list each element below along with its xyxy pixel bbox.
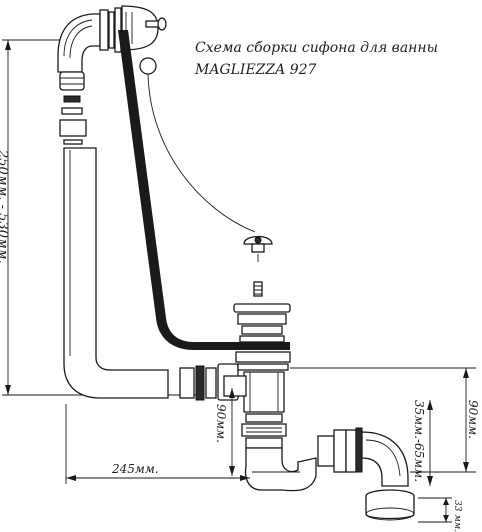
plug-chain xyxy=(139,57,256,233)
drain-height-dimension-line xyxy=(229,388,235,476)
outlet-height-label: 90мм. xyxy=(466,400,480,439)
outlet-height-dimension-line xyxy=(290,367,476,473)
drain-height-label: 90мм. xyxy=(214,404,228,443)
outlet-elbow xyxy=(361,431,409,487)
center-nut-stack xyxy=(241,413,287,449)
outlet-range-label: 35мм.-65мм. xyxy=(412,400,426,483)
diagram-model: MAGLIEZZA 927 xyxy=(195,62,317,78)
control-cable xyxy=(118,30,290,350)
drain-plug xyxy=(243,235,273,297)
overflow-cover xyxy=(99,5,167,53)
u-trap xyxy=(244,447,317,492)
overflow-tube xyxy=(63,147,169,399)
width-dimension-label: 245мм. xyxy=(112,462,159,476)
width-dimension-line xyxy=(65,404,250,484)
outlet-pipe-end xyxy=(365,489,415,521)
overflow-elbow xyxy=(57,13,101,73)
small-dimension-label: 33 мм. xyxy=(452,500,462,532)
trap-coupling xyxy=(317,427,363,473)
diagram-title: Схема сборки сифона для ванны xyxy=(195,40,439,56)
overflow-nut-stack xyxy=(59,71,87,145)
small-dimension-line xyxy=(418,497,452,523)
height-dimension-label: 250мм. - 530мм. xyxy=(0,150,10,264)
outlet-range-dimension-line xyxy=(427,400,433,486)
drain-body xyxy=(223,303,291,413)
